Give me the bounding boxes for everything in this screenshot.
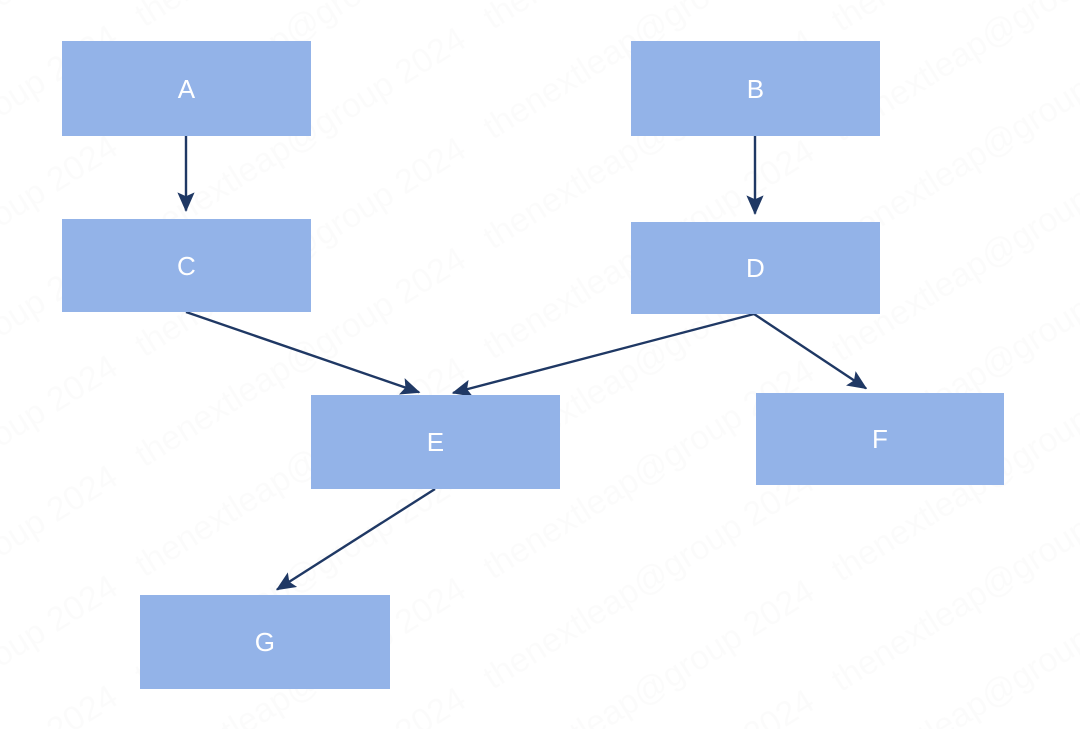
node-e[interactable]: E bbox=[311, 395, 560, 489]
node-label: C bbox=[177, 250, 196, 281]
node-label: E bbox=[426, 427, 445, 457]
edge-d-e bbox=[451, 312, 755, 397]
edge-c-e bbox=[185, 310, 421, 395]
node-label: B bbox=[746, 73, 765, 104]
node-c[interactable]: C bbox=[62, 219, 311, 312]
edge-e-g bbox=[275, 487, 436, 591]
watermark-text: thenextleap@group 2024 thenextleap@group… bbox=[0, 0, 1080, 33]
node-label: D bbox=[746, 253, 765, 283]
node-d[interactable]: D bbox=[631, 222, 880, 314]
node-a[interactable]: A bbox=[62, 41, 311, 136]
node-f[interactable]: F bbox=[756, 393, 1004, 485]
node-b[interactable]: B bbox=[631, 41, 880, 136]
node-g[interactable]: G bbox=[140, 595, 390, 689]
node-label: A bbox=[177, 73, 196, 104]
node-label: G bbox=[254, 627, 276, 657]
edge-d-f bbox=[753, 313, 868, 390]
node-label: F bbox=[871, 424, 889, 454]
